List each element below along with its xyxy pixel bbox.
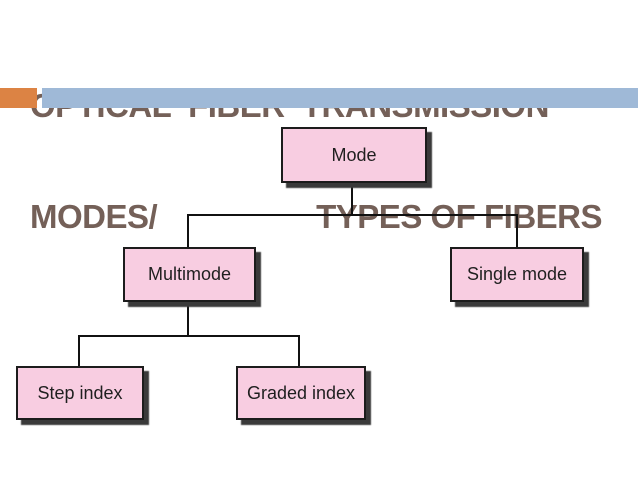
accent-orange-block	[0, 88, 37, 108]
node-graded-index: Graded index	[236, 366, 366, 420]
node-graded-index-label: Graded index	[246, 382, 356, 403]
connector-level1-horizontal	[187, 214, 518, 216]
node-multimode: Multimode	[123, 247, 256, 302]
connector-level2-horizontal	[78, 335, 300, 337]
node-step-index: Step index	[16, 366, 144, 420]
title-line-2-left: MODES/	[30, 198, 158, 235]
accent-blue-bar	[42, 88, 638, 108]
connector-to-graded-index	[298, 335, 300, 367]
node-step-index-label: Step index	[37, 382, 123, 403]
node-mode-label: Mode	[331, 144, 377, 165]
title-line-2: MODES/ TYPES OF FIBERS	[30, 198, 602, 235]
node-multimode-label: Multimode	[147, 264, 232, 284]
connector-to-step-index	[78, 335, 80, 367]
connector-to-single-mode	[516, 214, 518, 248]
node-mode: Mode	[281, 127, 427, 183]
title-line-2-right: TYPES OF FIBERS	[316, 198, 602, 235]
node-single-mode-label: Single mode	[466, 264, 568, 284]
connector-mode-down	[351, 183, 353, 215]
node-single-mode: Single mode	[450, 247, 584, 302]
connector-multimode-down	[187, 302, 189, 336]
connector-to-multimode	[187, 214, 189, 248]
